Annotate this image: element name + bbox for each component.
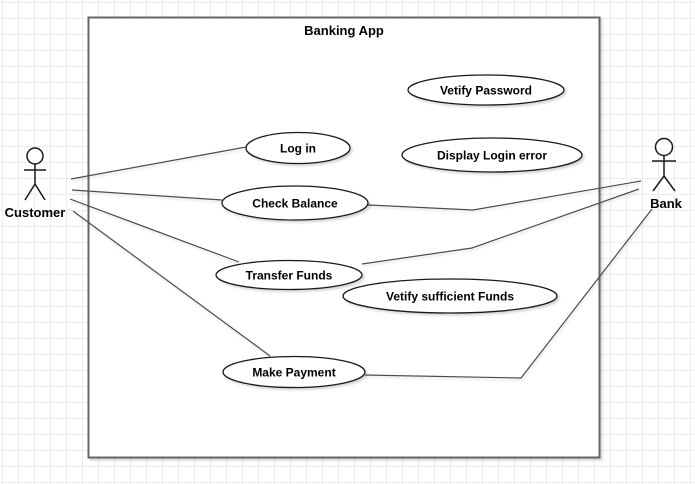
stick-figure-icon — [24, 147, 46, 201]
use-case-display-login-error-label: Display Login error — [437, 149, 547, 163]
use-case-check-balance-label: Check Balance — [252, 197, 338, 211]
actor-customer[interactable]: Customer — [5, 147, 66, 220]
use-case-verify-sufficient-funds-label: Vetify sufficient Funds — [386, 290, 514, 304]
use-case-make-payment-label: Make Payment — [252, 366, 335, 380]
use-case-make-payment-ellipse — [222, 355, 366, 389]
use-case-transfer-funds-ellipse — [215, 259, 363, 291]
stick-figure-icon — [652, 137, 676, 192]
actor-customer-label: Customer — [5, 205, 66, 220]
association-make-payment-bank[interactable] — [364, 208, 653, 379]
use-case-verify-password-label: Vetify Password — [440, 84, 532, 98]
use-case-display-login-error[interactable]: Display Login error — [401, 137, 583, 173]
association-customer-make-payment[interactable] — [72, 210, 271, 357]
use-case-verify-sufficient-funds-ellipse — [342, 278, 558, 314]
use-case-verify-sufficient-funds[interactable]: Vetify sufficient Funds — [342, 278, 558, 314]
associations — [69, 146, 653, 379]
association-customer-check-balance[interactable] — [71, 189, 223, 201]
use-case-transfer-funds[interactable]: Transfer Funds — [215, 259, 363, 291]
use-case-make-payment[interactable]: Make Payment — [222, 355, 366, 389]
use-case-check-balance-ellipse — [221, 185, 369, 221]
use-case-log-in-label: Log in — [280, 142, 316, 156]
use-case-verify-password[interactable]: Vetify Password — [407, 74, 565, 106]
use-case-verify-password-ellipse — [407, 74, 565, 106]
actor-bank[interactable]: Bank — [650, 137, 683, 212]
use-case-check-balance[interactable]: Check Balance — [221, 185, 369, 221]
use-case-display-login-error-ellipse — [401, 137, 583, 173]
association-check-balance-bank[interactable] — [367, 180, 642, 211]
use-case-log-in-ellipse — [245, 131, 351, 165]
association-customer-transfer-funds[interactable] — [69, 198, 240, 263]
actor-bank-label: Bank — [650, 196, 683, 211]
association-transfer-funds-bank[interactable] — [361, 188, 640, 265]
use-case-transfer-funds-label: Transfer Funds — [246, 269, 333, 283]
association-customer-login[interactable] — [70, 146, 247, 180]
system-title: Banking App — [304, 23, 384, 38]
use-case-log-in[interactable]: Log in — [245, 131, 351, 165]
